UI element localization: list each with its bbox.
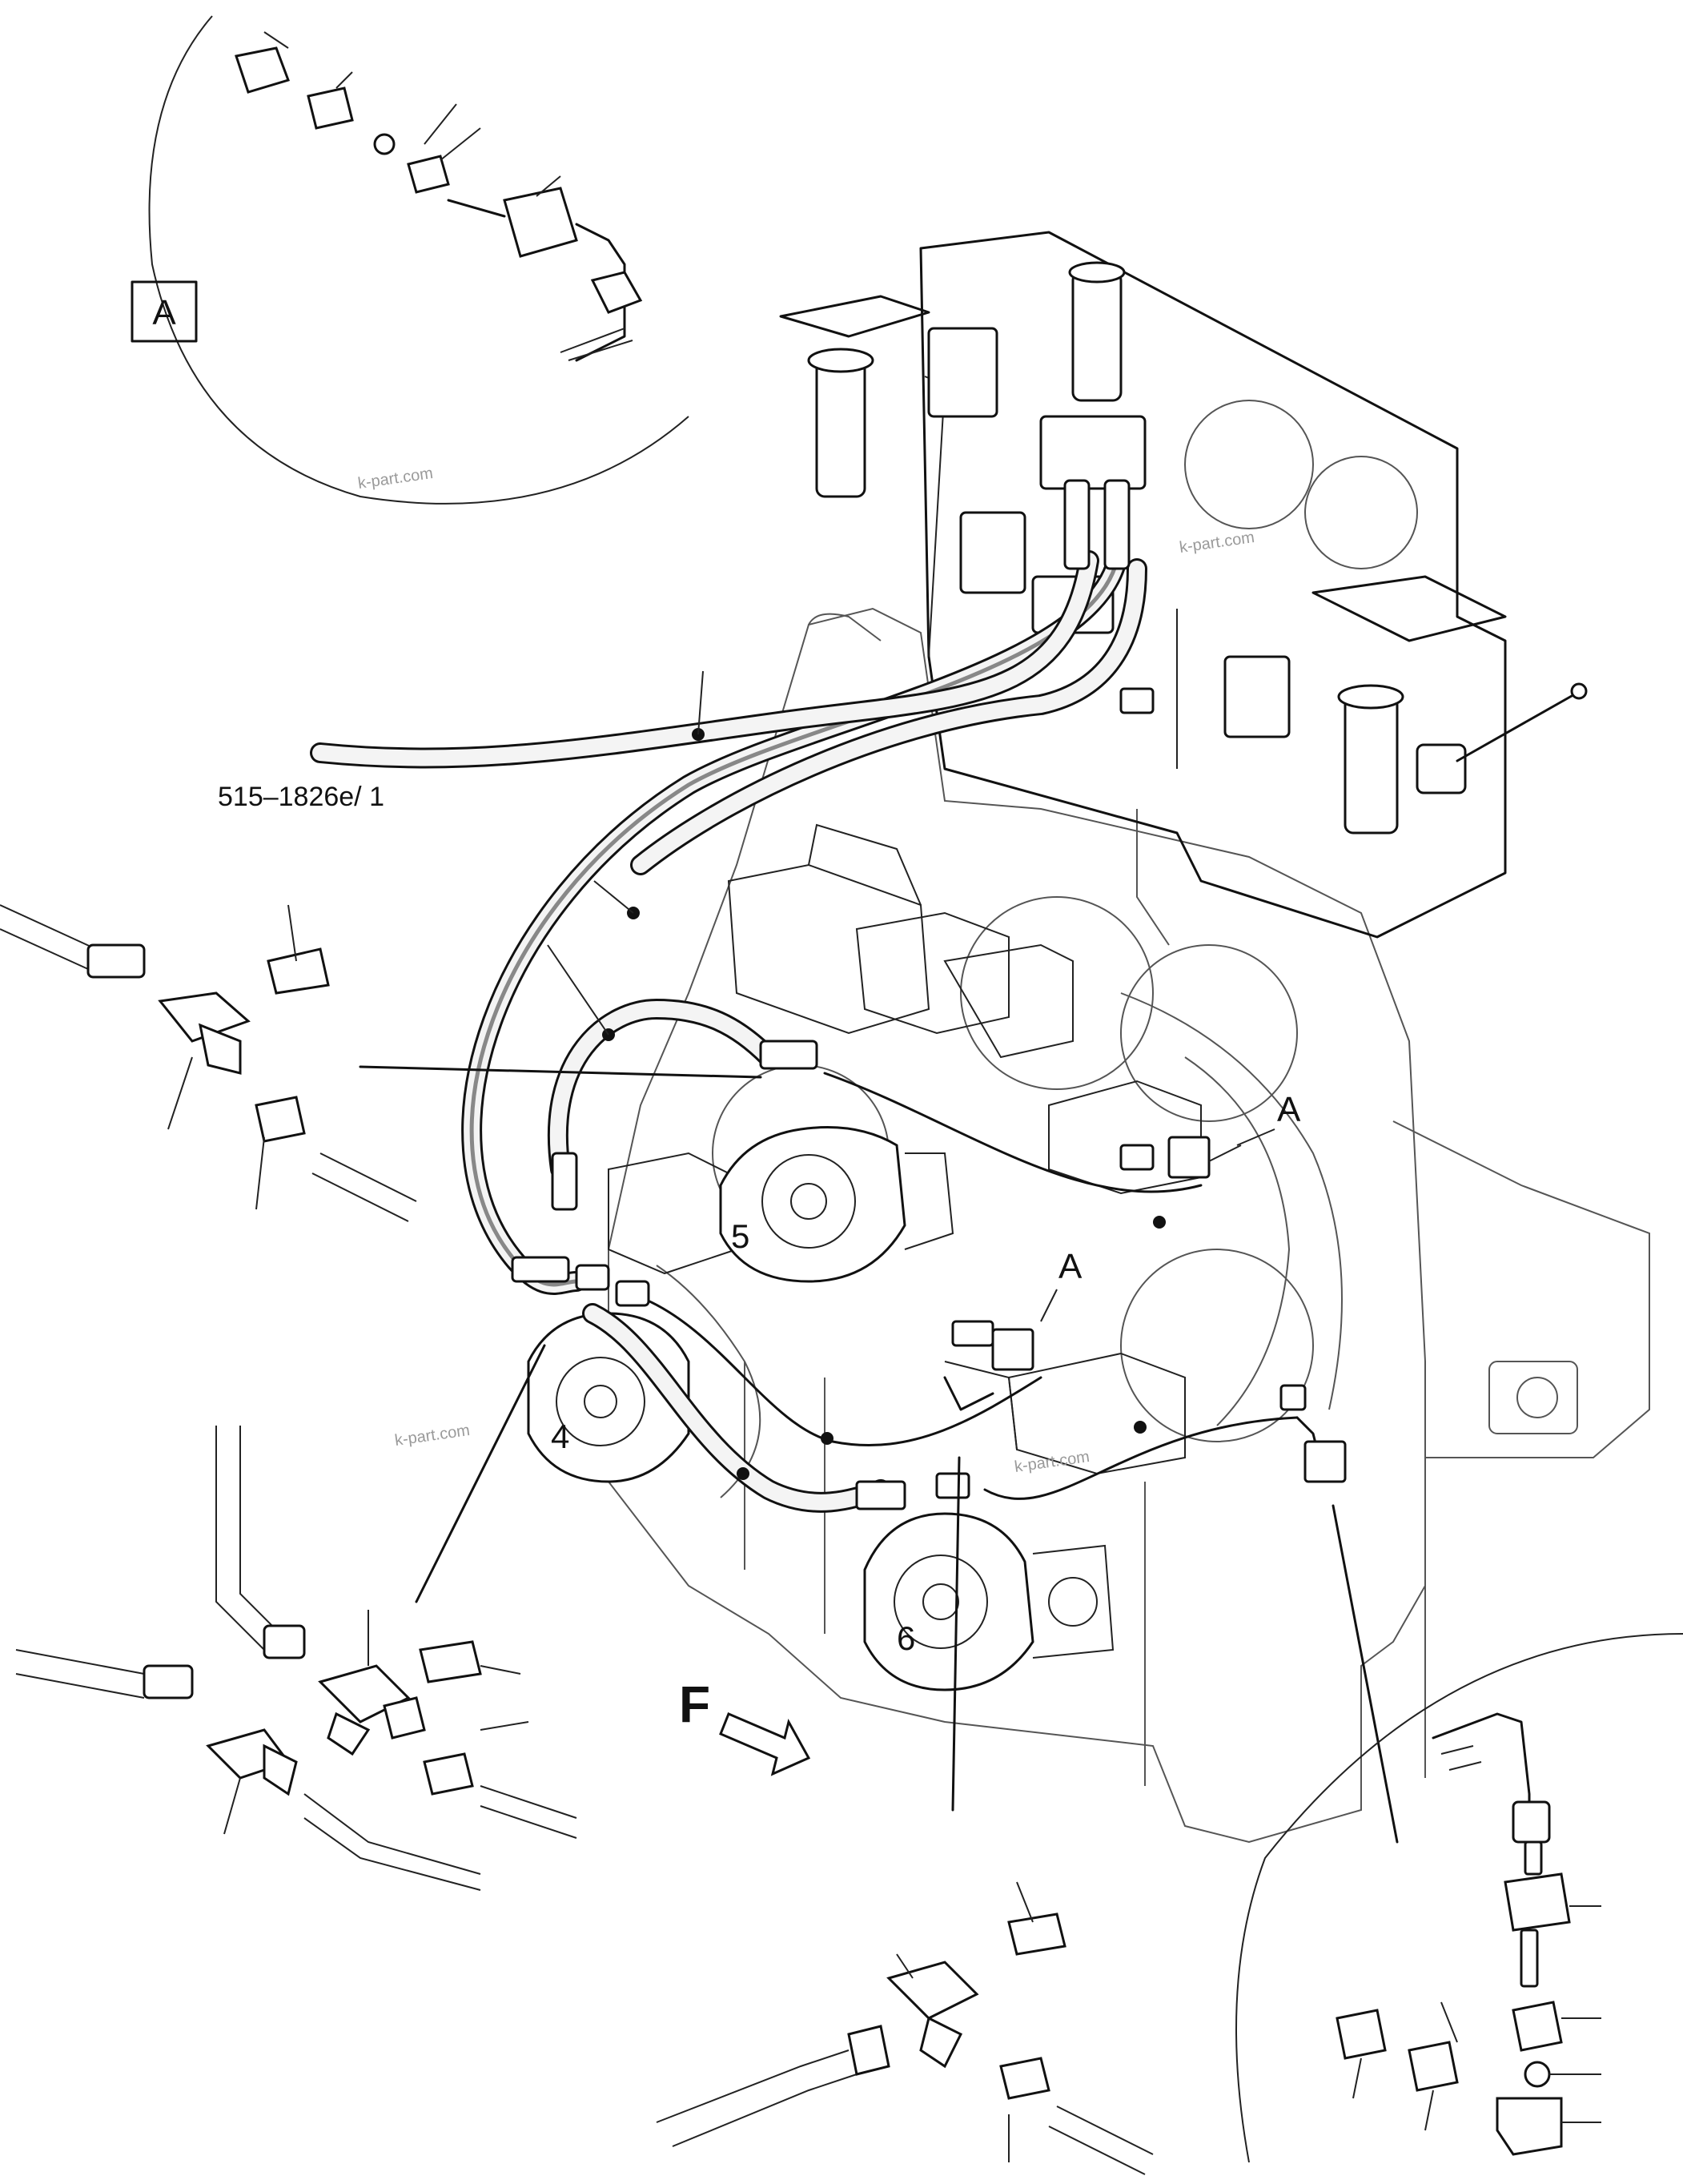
valve-blocks bbox=[608, 823, 1202, 1475]
detail-box bbox=[131, 280, 198, 343]
detail-a-view: A bbox=[131, 15, 689, 505]
detail-a-fittings bbox=[235, 31, 643, 362]
watermark: k-part.com bbox=[357, 465, 435, 493]
pump-6 bbox=[863, 1512, 1115, 1691]
item-number-4: 4 bbox=[551, 1418, 569, 1455]
watermark: k-part.com bbox=[394, 1422, 472, 1450]
leader-lines bbox=[359, 670, 1399, 1844]
watermark: k-part.com bbox=[1179, 529, 1256, 557]
view-direction-label: F bbox=[679, 1675, 710, 1733]
hydraulic-hoses bbox=[310, 550, 1323, 1513]
bottom-center-fitting-detail bbox=[656, 1881, 1154, 2175]
right-detail-view bbox=[1235, 1633, 1683, 2163]
pump-5 bbox=[719, 1126, 954, 1283]
detail-callout-1: A bbox=[1236, 1090, 1301, 1146]
view-direction-arrow: F bbox=[679, 1675, 811, 1776]
detail-box-label: A bbox=[152, 293, 176, 332]
drawing-code: 515–1826e/ 1 bbox=[218, 782, 384, 812]
detail-ref-label: A bbox=[1058, 1247, 1083, 1286]
left-lower-fitting-detail bbox=[15, 1426, 577, 1891]
hose-fittings bbox=[511, 479, 1347, 1510]
detail-callout-2: A bbox=[1058, 1247, 1083, 1286]
item-number-6: 6 bbox=[897, 1619, 915, 1657]
detail-ref-label: A bbox=[1277, 1090, 1301, 1129]
filter-frame bbox=[779, 231, 1588, 939]
item-number-5: 5 bbox=[731, 1217, 749, 1255]
left-upper-fitting-detail bbox=[0, 904, 417, 1222]
